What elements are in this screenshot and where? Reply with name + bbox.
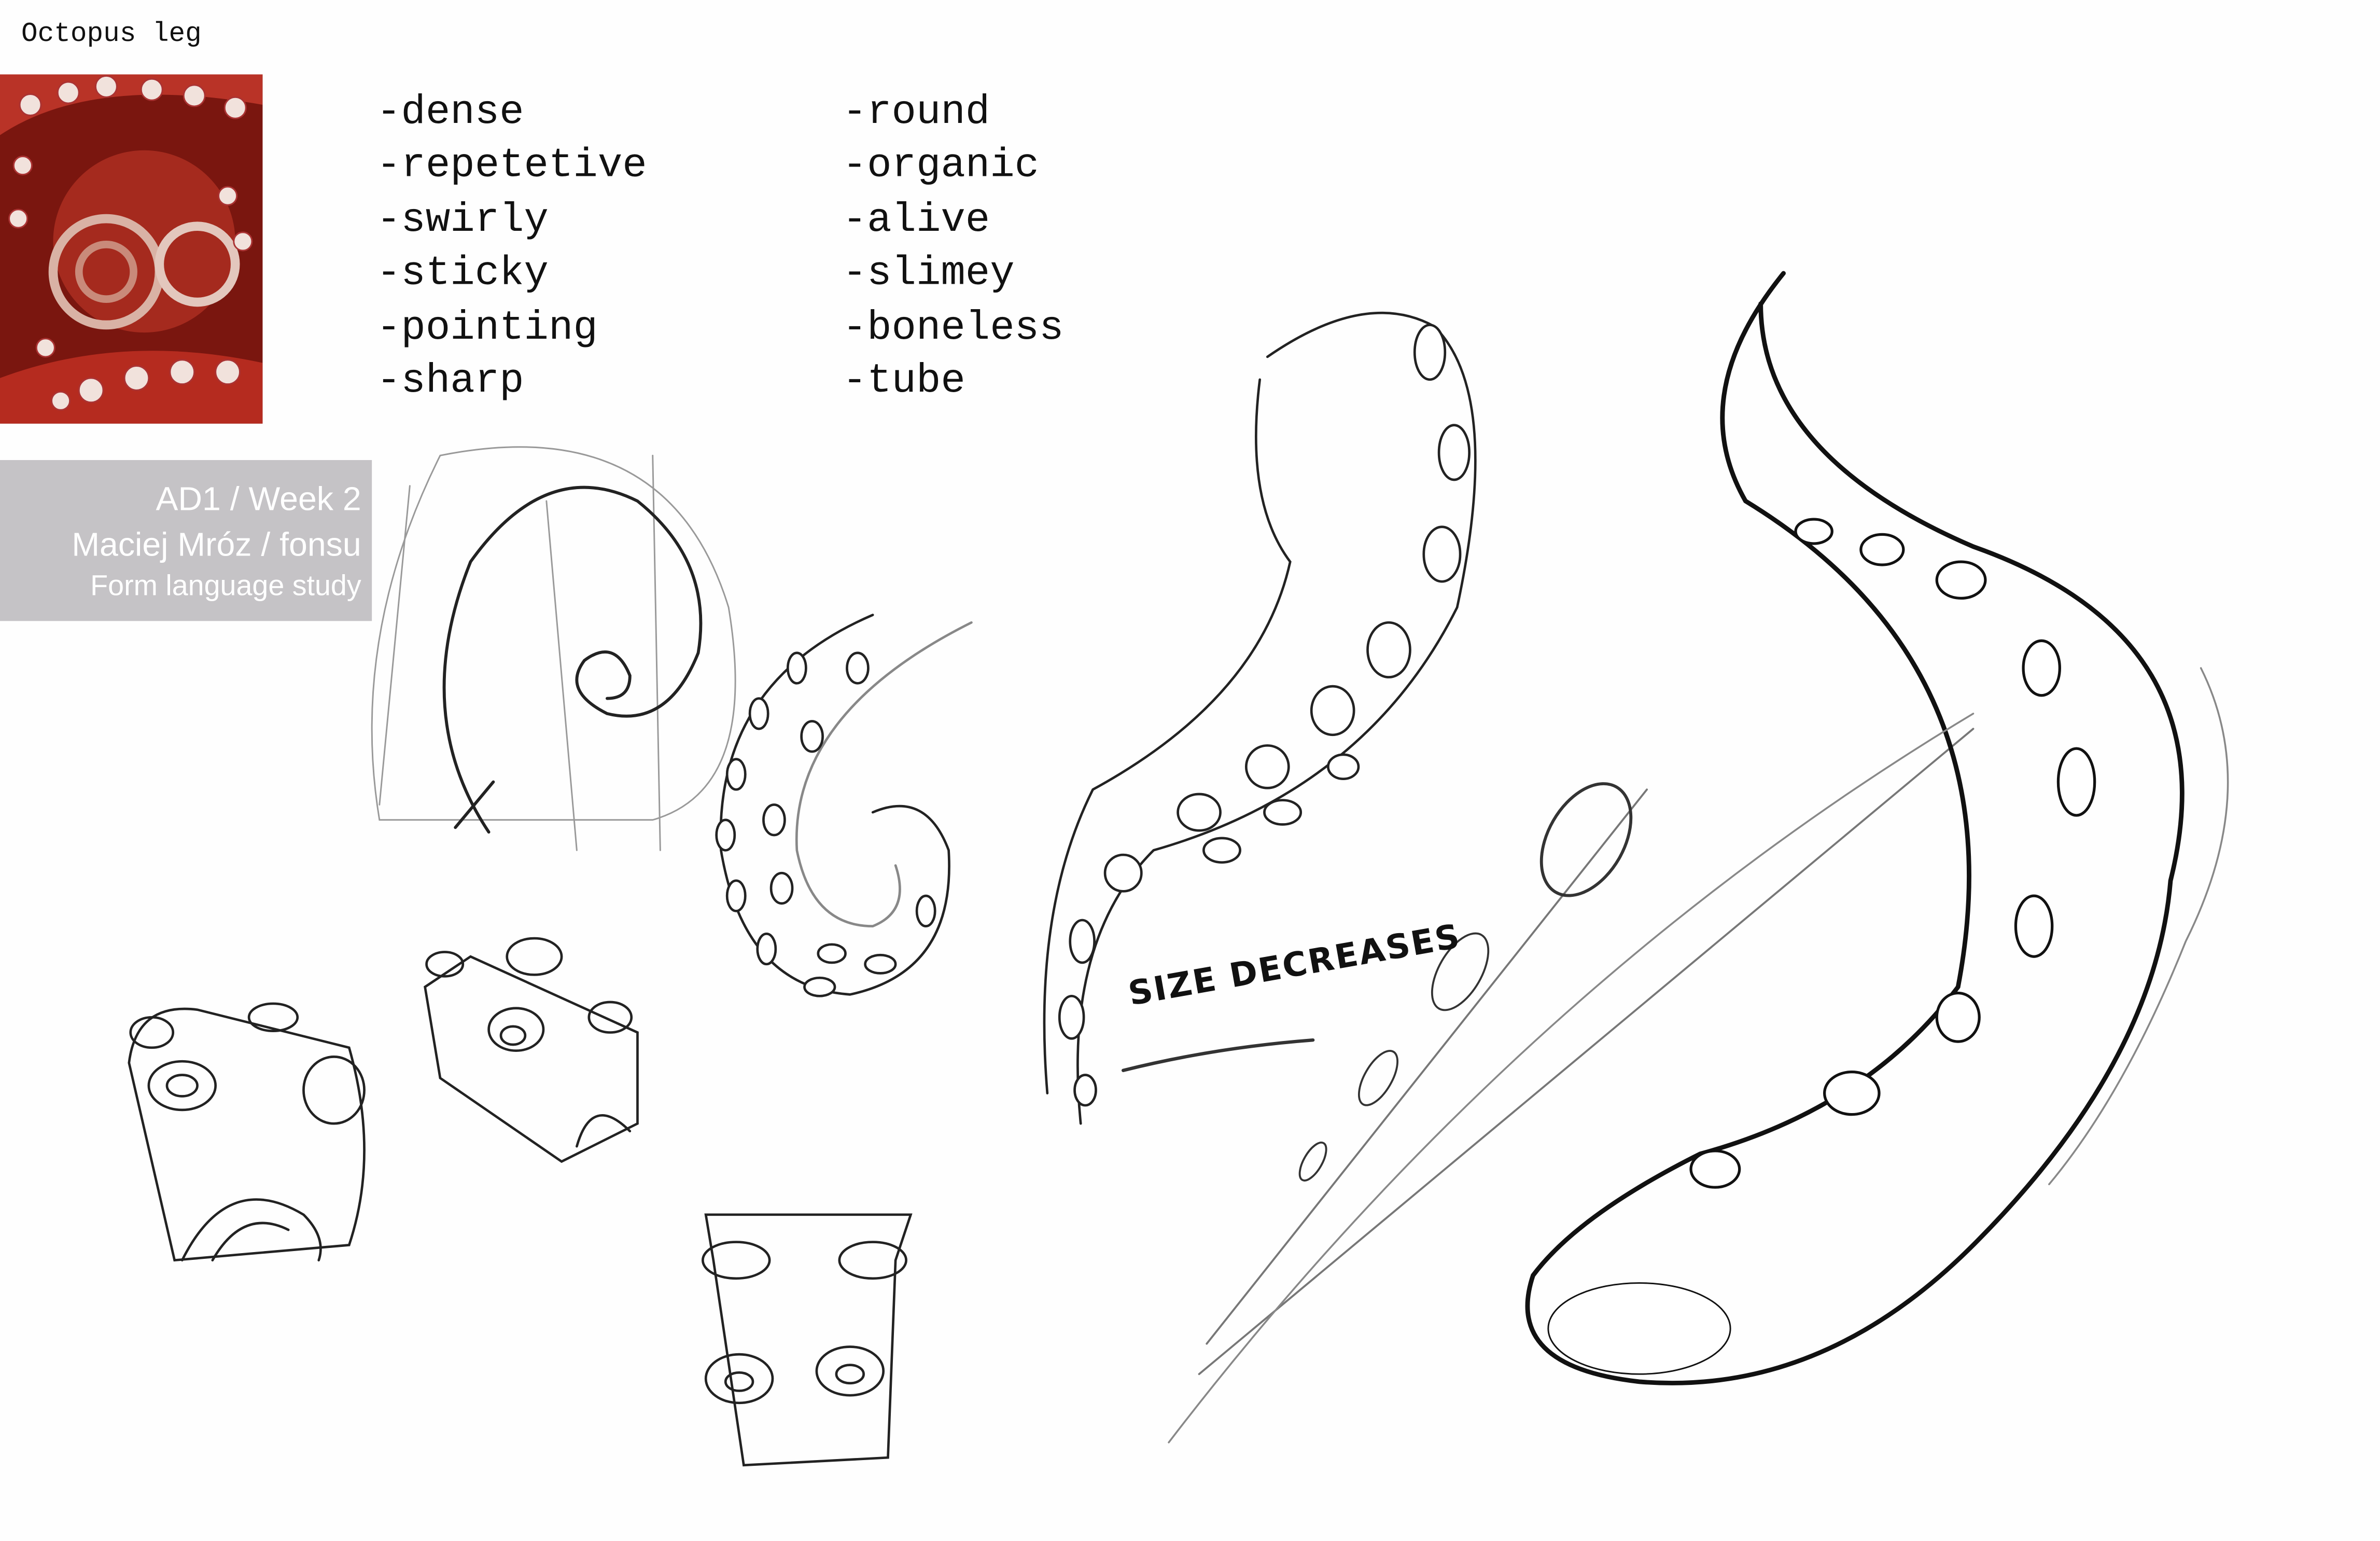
author-label: Maciej Mróz / fonsu xyxy=(72,525,361,564)
s-tentacle-sketch xyxy=(1043,311,1477,1125)
spiral-sketch xyxy=(371,446,736,851)
page-title: Octopus leg xyxy=(21,20,202,50)
keyword: -repetetive xyxy=(376,145,647,191)
course-label: AD1 / Week 2 xyxy=(156,480,361,518)
keyword: -organic xyxy=(842,145,1040,191)
curled-tentacle-sketch xyxy=(715,614,973,997)
keyword: -dense xyxy=(376,91,524,137)
cone-sketch xyxy=(1121,728,1975,1376)
large-tentacle-sketch xyxy=(1168,271,2229,1443)
keyword: -swirly xyxy=(376,198,549,244)
keyword-list-left: -dense -repetetive -swirly -sticky -poin… xyxy=(376,88,647,411)
keyword: -sharp xyxy=(376,359,524,406)
keyword: -slimey xyxy=(842,252,1015,298)
keyword: -pointing xyxy=(376,306,598,352)
keyword: -sticky xyxy=(376,252,549,298)
keyword: -boneless xyxy=(842,306,1064,352)
info-box: AD1 / Week 2 Maciej Mróz / fonsu Form la… xyxy=(0,460,372,621)
keyword-list-right: -round -organic -alive -slimey -boneless… xyxy=(843,88,1064,411)
octopus-reference-photo xyxy=(0,74,263,424)
keyword: -round xyxy=(842,91,990,137)
subtitle-label: Form language study xyxy=(90,571,361,603)
keyword: -alive xyxy=(842,198,990,244)
sucker-detail-sketches xyxy=(128,937,913,1467)
keyword: -tube xyxy=(842,359,965,406)
